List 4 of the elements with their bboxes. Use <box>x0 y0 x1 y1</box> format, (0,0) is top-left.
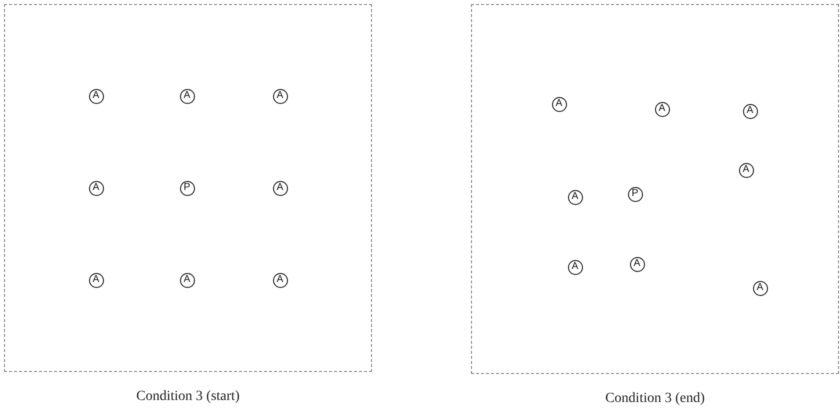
panel-caption: Condition 3 (start) <box>135 388 241 406</box>
panel-caption: Condition 3 (end) <box>604 390 706 408</box>
panel-frame <box>4 4 372 372</box>
panel-frame <box>471 4 839 374</box>
